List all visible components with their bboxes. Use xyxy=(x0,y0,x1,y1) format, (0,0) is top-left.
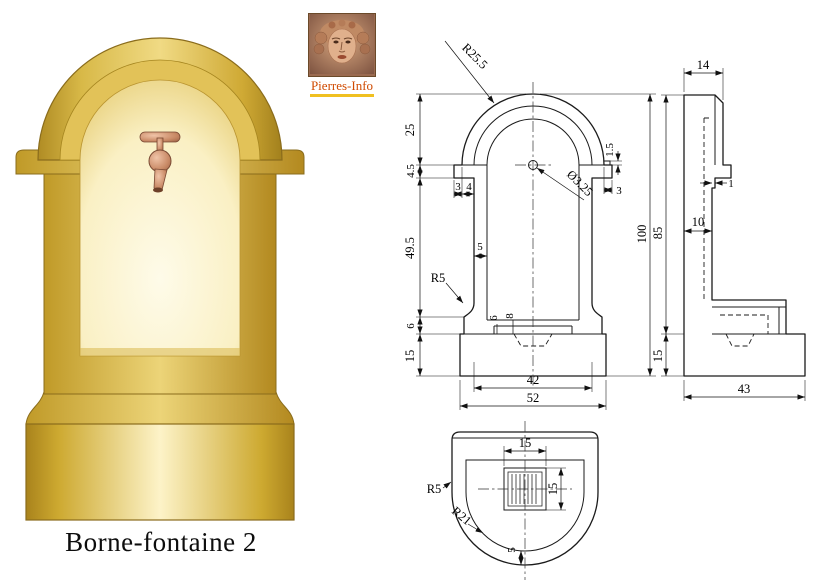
dim-side-plinth-height: 15 xyxy=(651,350,665,363)
pierres-info-label: Pierres-Info xyxy=(309,78,375,97)
dim-front-arch-height: 25 xyxy=(403,124,417,137)
technical-drawing: R25.5 Ø3.25 25 4.5 49.5 6 15 3 4 1.5 3 5… xyxy=(403,41,806,580)
front-view: R25.5 Ø3.25 25 4.5 49.5 6 15 3 4 1.5 3 5… xyxy=(403,41,656,410)
dim-front-total-height: 100 xyxy=(635,225,649,244)
fountain-base xyxy=(25,391,295,521)
dim-front-overhang-right: 3 xyxy=(616,185,622,197)
dim-front-cornice-step-inner: 4 xyxy=(466,181,472,193)
side-outline xyxy=(683,94,806,377)
dim-front-cornice-step-outer: 3 xyxy=(455,181,461,193)
dim-front-lip-right: 1.5 xyxy=(604,143,616,157)
dim-side-body-height: 85 xyxy=(651,227,665,240)
plan-outline xyxy=(451,431,599,566)
dim-plan-corner-radius: R5 xyxy=(427,482,442,496)
pierres-info-logo: Pierres-Info xyxy=(306,13,378,97)
fountain-niche xyxy=(79,79,241,357)
side-view: 14 1 10 85 15 43 xyxy=(651,58,806,401)
dim-front-cornice-height: 4.5 xyxy=(405,164,417,178)
dim-side-top-depth: 14 xyxy=(697,58,710,72)
dim-front-fillet-radius: R5 xyxy=(431,271,446,285)
dim-front-wall-thickness: 5 xyxy=(477,241,483,253)
dim-front-ledge-height: 6 xyxy=(405,323,417,329)
carved-face-icon xyxy=(313,19,371,64)
dim-front-hole-diameter: Ø3.25 xyxy=(564,167,596,199)
dim-plan-front-radius: R21 xyxy=(449,504,474,528)
dim-front-basin-step-b: 8 xyxy=(504,313,516,319)
dim-front-body-width: 42 xyxy=(527,373,540,387)
dim-front-basin-step-a: 6 xyxy=(488,315,500,321)
dim-plan-grate-depth: 15 xyxy=(546,483,560,496)
page-title: Borne-fontaine 2 xyxy=(65,527,257,557)
dim-front-overall-width: 52 xyxy=(527,391,540,405)
dim-plan-grate-width: 15 xyxy=(519,436,532,450)
fountain-tap xyxy=(139,131,181,193)
dim-front-body-height: 49.5 xyxy=(403,237,417,259)
plan-view: 15 15 R5 R21 5 xyxy=(427,421,599,580)
fountain-illustration xyxy=(15,37,305,521)
dim-side-overall-depth: 43 xyxy=(738,382,751,396)
dim-side-lip: 1 xyxy=(728,178,734,190)
pierres-info-emblem xyxy=(308,13,376,77)
dim-side-shaft-depth: 10 xyxy=(692,215,705,229)
dim-front-arch-radius: R25.5 xyxy=(459,41,490,72)
dim-front-plinth-height: 15 xyxy=(403,350,417,363)
dim-plan-wall-thickness: 5 xyxy=(506,547,518,553)
